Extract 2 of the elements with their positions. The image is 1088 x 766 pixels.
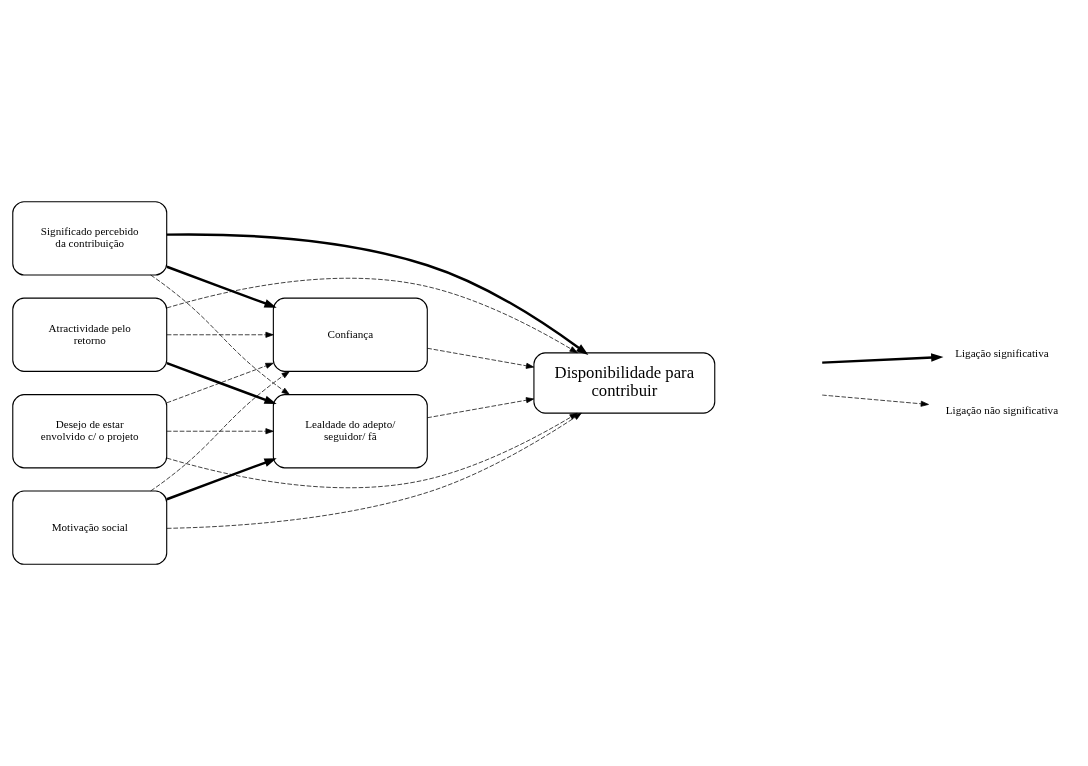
legend-label: Ligação significativa [955,347,1049,360]
legend-label: Ligação não significativa [945,403,1059,416]
